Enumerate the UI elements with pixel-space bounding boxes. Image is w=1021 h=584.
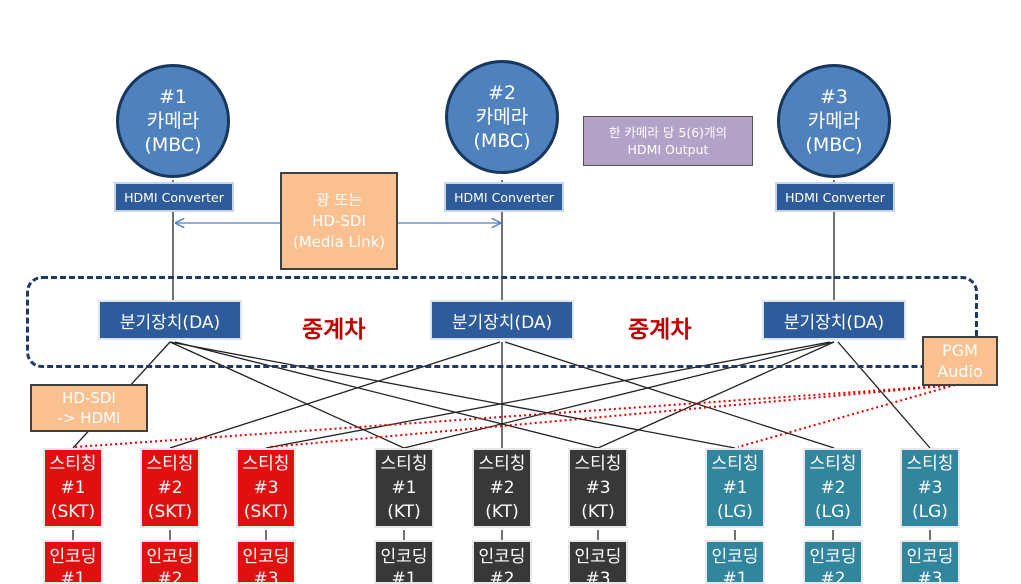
camera-3: #3 카메라 (MBC) xyxy=(777,64,891,178)
encoder-kt-1: 인코딩 #1 xyxy=(374,540,434,584)
encoder-skt-3: 인코딩 #3 xyxy=(236,540,296,584)
stitcher-lg-2: 스티칭 #2 (LG) xyxy=(803,448,863,528)
camera-2: #2 카메라 (MBC) xyxy=(445,60,559,174)
stitcher-skt-3: 스티칭 #3 (SKT) xyxy=(236,448,296,528)
stitcher-kt-3: 스티칭 #3 (KT) xyxy=(568,448,628,528)
pgm-audio-box: PGM Audio xyxy=(922,336,998,386)
encoder-lg-2: 인코딩 #2 xyxy=(803,540,863,584)
stitcher-lg-1: 스티칭 #1 (LG) xyxy=(705,448,765,528)
hdmi-output-note: 한 카메라 당 5(6)개의 HDMI Output xyxy=(583,116,753,166)
stitcher-skt-2: 스티칭 #2 (SKT) xyxy=(140,448,200,528)
distribution-amplifier-3: 분기장치(DA) xyxy=(762,300,906,340)
stitcher-skt-1: 스티칭 #1 (SKT) xyxy=(43,448,103,528)
encoder-lg-1: 인코딩 #1 xyxy=(705,540,765,584)
pgm-audio-lines xyxy=(74,384,956,448)
media-link-box: 광 또는 HD-SDI (Media Link) xyxy=(280,172,398,270)
distribution-amplifier-1: 분기장치(DA) xyxy=(98,300,242,340)
stitcher-kt-2: 스티칭 #2 (KT) xyxy=(472,448,532,528)
encoder-skt-2: 인코딩 #2 xyxy=(140,540,200,584)
van-label-1: 중계차 xyxy=(302,317,366,343)
van-area-dashed-box xyxy=(26,276,978,368)
da-to-stitcher-lines xyxy=(72,341,931,449)
encoder-skt-1: 인코딩 #1 xyxy=(43,540,103,584)
stitcher-lg-3: 스티칭 #3 (LG) xyxy=(900,448,960,528)
hdsdi-to-hdmi-box: HD-SDI -> HDMI xyxy=(30,384,148,432)
stitcher-kt-1: 스티칭 #1 (KT) xyxy=(374,448,434,528)
encoder-kt-2: 인코딩 #2 xyxy=(472,540,532,584)
van-label-2: 중계차 xyxy=(628,317,692,343)
distribution-amplifier-2: 분기장치(DA) xyxy=(430,300,574,340)
encoder-lg-3: 인코딩 #3 xyxy=(900,540,960,584)
hdmi-converter-2: HDMI Converter xyxy=(444,182,564,212)
encoder-kt-3: 인코딩 #3 xyxy=(568,540,628,584)
camera-1: #1 카메라 (MBC) xyxy=(116,64,230,178)
hdmi-converter-3: HDMI Converter xyxy=(775,182,895,212)
hdmi-converter-1: HDMI Converter xyxy=(114,182,234,212)
